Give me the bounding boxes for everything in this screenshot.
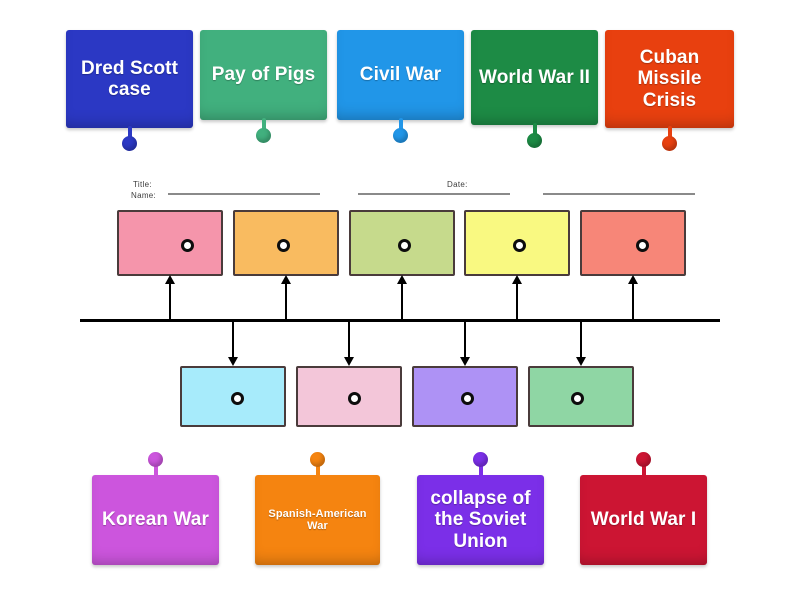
pin-stem (532, 123, 537, 141)
slot-anchor-dot (230, 392, 244, 405)
drop-target-slot[interactable] (580, 210, 686, 276)
draggable-card[interactable]: collapse of the Soviet Union (417, 475, 544, 565)
pin-knob (310, 452, 325, 467)
draggable-card[interactable]: World War I (580, 475, 707, 565)
drop-target-slot[interactable] (117, 210, 223, 276)
drop-target-slot[interactable] (464, 210, 570, 276)
timeline-connector-up (401, 283, 403, 319)
timeline-connector-down (232, 322, 234, 358)
timeline-arrowhead-down (460, 357, 470, 366)
timeline-connector-down (464, 322, 466, 358)
name-label: Name: (131, 191, 157, 200)
pin-stem (478, 459, 483, 477)
slot-anchor-dot (512, 238, 526, 252)
timeline-connector-up (632, 283, 634, 319)
drop-target-slot[interactable] (349, 210, 455, 276)
draggable-card[interactable]: Dred Scott case (66, 30, 193, 128)
pin-stem (641, 459, 646, 477)
title-label: Title: (133, 180, 152, 189)
pin-stem (261, 118, 266, 136)
timeline-arrowhead-down (344, 357, 354, 366)
slot-anchor-dot (277, 238, 291, 252)
timeline-connector-up (285, 283, 287, 319)
pin-knob (148, 452, 163, 467)
timeline-arrowhead-up (397, 275, 407, 284)
timeline-connector-up (169, 283, 171, 319)
pin-knob (662, 136, 677, 151)
timeline-connector-down (580, 322, 582, 358)
title-name-rule (168, 193, 320, 195)
date-rule (358, 193, 510, 195)
pin-stem (153, 459, 158, 477)
pin-stem (667, 126, 672, 144)
drop-target-slot[interactable] (233, 210, 339, 276)
draggable-card[interactable]: Spanish-American War (255, 475, 380, 565)
pin-knob (473, 452, 488, 467)
slot-anchor-dot (347, 392, 361, 405)
slot-anchor-dot (397, 238, 411, 252)
pin-stem (127, 126, 132, 144)
drop-target-slot[interactable] (528, 366, 634, 427)
timeline-arrowhead-down (228, 357, 238, 366)
slot-anchor-dot (571, 392, 585, 405)
slot-anchor-dot (460, 392, 474, 405)
pin-stem (315, 459, 320, 477)
timeline-arrowhead-up (281, 275, 291, 284)
timeline-arrowhead-up (512, 275, 522, 284)
date-label: Date: (447, 180, 468, 189)
drop-target-slot[interactable] (296, 366, 402, 427)
timeline-connector-down (348, 322, 350, 358)
draggable-card[interactable]: Korean War (92, 475, 219, 565)
timeline-connector-up (516, 283, 518, 319)
draggable-card[interactable]: Civil War (337, 30, 464, 120)
slot-anchor-dot (635, 238, 649, 252)
draggable-card[interactable]: Pay of Pigs (200, 30, 327, 120)
pin-knob (636, 452, 651, 467)
drop-target-slot[interactable] (412, 366, 518, 427)
pin-knob (122, 136, 137, 151)
drop-target-slot[interactable] (180, 366, 286, 427)
timeline-axis-line (80, 319, 720, 322)
timeline-arrowhead-up (628, 275, 638, 284)
draggable-card[interactable]: World War II (471, 30, 598, 125)
pin-knob (393, 128, 408, 143)
slot-anchor-dot (181, 238, 195, 252)
timeline-arrowhead-down (576, 357, 586, 366)
pin-knob (256, 128, 271, 143)
extra-rule (543, 193, 695, 195)
pin-stem (398, 118, 403, 136)
timeline-arrowhead-up (165, 275, 175, 284)
draggable-card[interactable]: Cuban Missile Crisis (605, 30, 734, 128)
pin-knob (527, 133, 542, 148)
